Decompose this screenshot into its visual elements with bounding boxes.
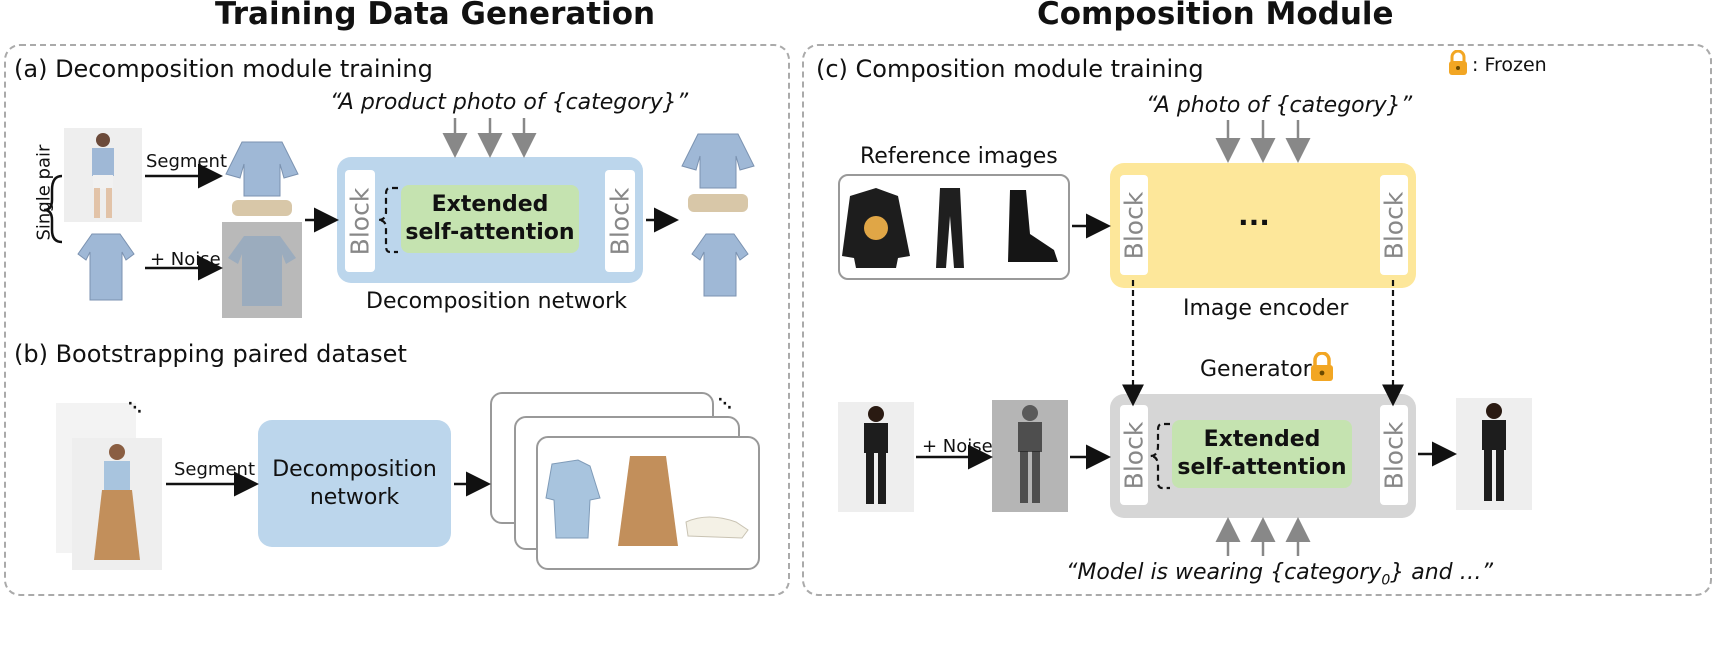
- generator-lock-icon: [1310, 351, 1334, 382]
- panel-a-prompt: “A product photo of {category}”: [330, 90, 689, 115]
- decomposition-network-caption: Decomposition network: [366, 289, 627, 314]
- model-photo-thumbnail: [64, 128, 142, 222]
- reference-images-label: Reference images: [860, 144, 1058, 169]
- encoder-ellipsis: ···: [1238, 206, 1270, 239]
- generator-block-right: Block: [1380, 405, 1409, 505]
- training-data-panel: [4, 44, 790, 596]
- image-encoder-box: [1110, 163, 1416, 288]
- reference-images-box: [838, 174, 1070, 280]
- right-section-title: Composition Module: [1037, 0, 1394, 32]
- output-model-thumbnail: [1456, 398, 1532, 510]
- panel-a-label: (a) Decomposition module training: [14, 55, 433, 83]
- panel-c-bottom-prompt: “Model is wearing {category0} and …”: [1066, 560, 1494, 589]
- generator-label: Generator: [1200, 357, 1312, 382]
- block-left-a: Block: [345, 170, 375, 272]
- panel-b-label: (b) Bootstrapping paired dataset: [14, 340, 407, 368]
- output-flat-shirt-thumbnail: [690, 230, 750, 300]
- composition-panel: [802, 44, 1712, 596]
- generator-block-left: Block: [1120, 405, 1149, 505]
- image-encoder-caption: Image encoder: [1183, 296, 1349, 321]
- frozen-legend: : Frozen: [1472, 54, 1547, 76]
- panel-c-prompt: “A photo of {category}”: [1146, 93, 1413, 118]
- lock-icon: [1448, 49, 1468, 76]
- encoder-block-left: Block: [1120, 175, 1149, 275]
- left-section-title: Training Data Generation: [215, 0, 656, 32]
- target-model-thumbnail: [838, 402, 914, 512]
- stack-dots-b: ⋱: [128, 400, 142, 416]
- output-shirt-thumbnail: [678, 126, 758, 220]
- panel-c-label: (c) Composition module training: [816, 55, 1204, 83]
- noisy-shirt-thumbnail: [222, 222, 302, 318]
- garment-card-front: [536, 436, 760, 570]
- segmented-shirt-thumbnail: [222, 134, 302, 220]
- model-photo-b: [72, 438, 162, 570]
- block-right-a: Block: [605, 170, 635, 272]
- stack-dots-cards: ⋱: [718, 396, 732, 412]
- encoder-block-right: Block: [1380, 175, 1409, 275]
- noisy-model-thumbnail: [992, 400, 1068, 512]
- flat-shirt-thumbnail: [76, 230, 136, 304]
